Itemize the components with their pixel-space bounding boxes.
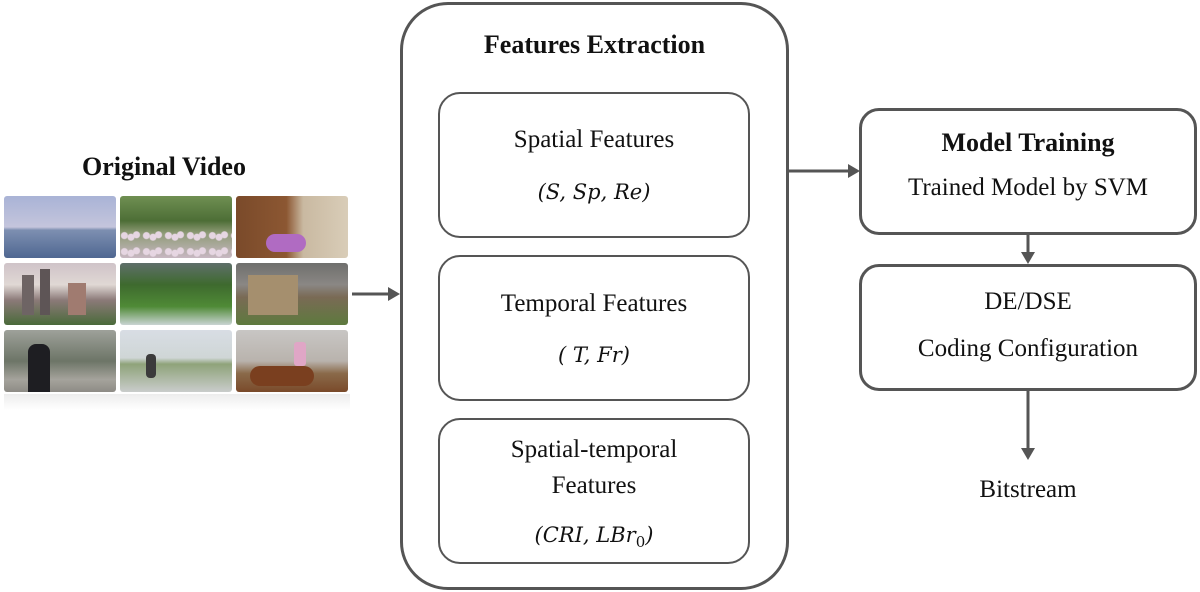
skater-thumbnail <box>120 330 232 392</box>
spatial-features-label: Spatial Features <box>513 126 675 153</box>
temporal-features-box <box>438 255 750 401</box>
horse-head-thumbnail <box>236 196 348 258</box>
temporal-features-label: Temporal Features <box>500 290 688 317</box>
bitstream-label: Bitstream <box>979 476 1077 503</box>
spatiotemporal-features-box <box>438 418 750 564</box>
stone-house-thumbnail <box>236 263 348 325</box>
coding-configuration-box <box>859 264 1197 391</box>
features-extraction-title: Features Extraction <box>483 30 706 59</box>
spatiotemporal-features-label-line2: Features <box>551 472 637 499</box>
spatiotemporal-features-label-line1: Spatial-temporal <box>510 436 678 463</box>
original-video-title: Original Video <box>82 152 246 181</box>
spatiotemporal-vars-subscript: 0 <box>635 533 646 552</box>
model-training-box <box>859 108 1197 235</box>
model-training-title: Model Training <box>941 128 1115 157</box>
arrow-training-to-coding <box>1021 234 1035 264</box>
temporal-features-vars: ( T, Fr) <box>558 343 630 367</box>
city-skyline-thumbnail <box>4 263 116 325</box>
spatiotemporal-features-vars: (CRI, LBr0) <box>438 523 750 551</box>
model-training-subtitle: Trained Model by SVM <box>907 174 1149 201</box>
spatiotemporal-vars-end: ) <box>645 523 654 547</box>
flower-field-thumbnail <box>120 196 232 258</box>
arrow-features-to-training <box>788 164 860 178</box>
spatiotemporal-vars-main: (CRI, LBr <box>534 523 636 547</box>
horse-rider-thumbnail <box>236 330 348 392</box>
man-in-park-thumbnail <box>4 330 116 392</box>
sea-thumbnail <box>4 196 116 258</box>
arrow-video-to-features <box>352 287 400 301</box>
spatial-features-box <box>438 92 750 238</box>
video-thumbnail-grid <box>4 196 354 410</box>
spatial-features-vars: (S, Sp, Re) <box>537 180 651 204</box>
coding-config-line1: DE/DSE <box>984 288 1072 315</box>
river-forest-thumbnail <box>120 263 232 325</box>
arrow-coding-to-bitstream <box>1021 390 1035 460</box>
coding-config-line2: Coding Configuration <box>917 335 1139 362</box>
